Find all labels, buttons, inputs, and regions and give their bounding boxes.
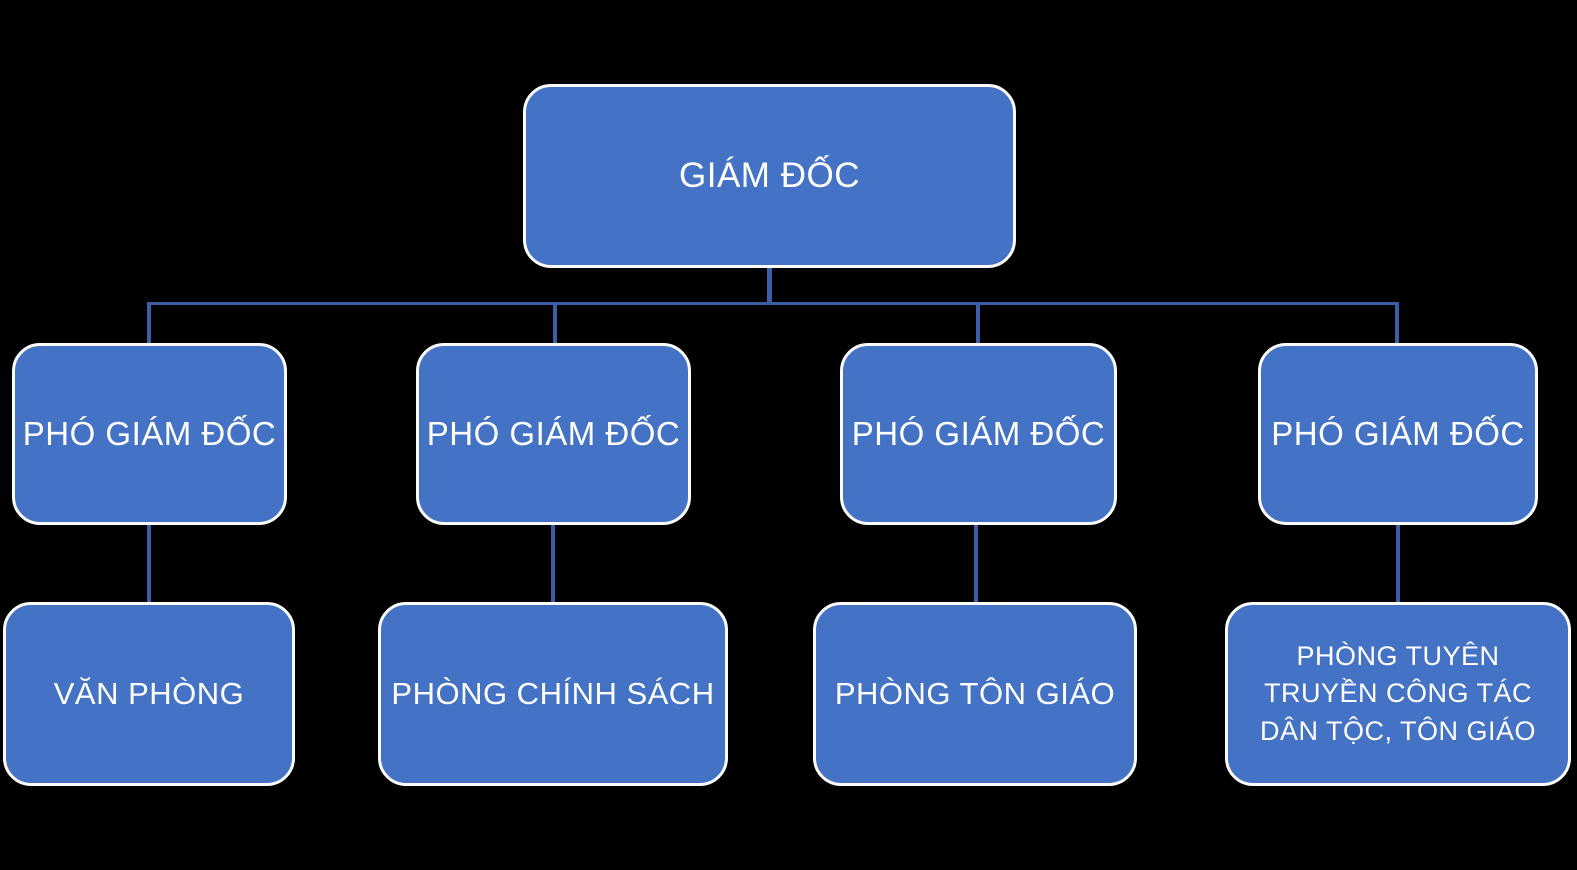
org-node-director: GIÁM ĐỐC [523,84,1016,268]
org-node-propaganda-dept-line-1: PHÒNG TUYÊN [1296,641,1500,672]
connector-drop-deputy-4 [1395,302,1399,343]
connector-director-riser [767,268,772,305]
org-node-deputy-4: PHÓ GIÁM ĐỐC [1258,343,1538,525]
connector-horizontal-bus [147,302,1399,305]
org-node-propaganda-dept-label: PHÒNG TUYÊN TRUYỀN CÔNG TÁC DÂN TỘC, TÔN… [1260,638,1536,750]
org-node-religion-dept: PHÒNG TÔN GIÁO [813,602,1137,786]
org-node-deputy-4-label: PHÓ GIÁM ĐỐC [1271,415,1525,452]
org-node-propaganda-dept-line-2: TRUYỀN CÔNG TÁC [1263,678,1532,709]
org-node-policy-dept: PHÒNG CHÍNH SÁCH [378,602,728,786]
org-node-religion-dept-label: PHÒNG TÔN GIÁO [834,676,1116,711]
connector-drop-deputy-2 [553,302,557,343]
connector-deputy3-dept3 [974,525,978,602]
org-node-deputy-3: PHÓ GIÁM ĐỐC [840,343,1117,525]
org-node-deputy-3-label: PHÓ GIÁM ĐỐC [851,415,1106,452]
org-node-deputy-2: PHÓ GIÁM ĐỐC [416,343,691,525]
org-node-office: VĂN PHÒNG [3,602,295,786]
connector-deputy4-dept4 [1396,525,1400,602]
org-node-deputy-1: PHÓ GIÁM ĐỐC [12,343,287,525]
org-node-policy-dept-label: PHÒNG CHÍNH SÁCH [391,676,715,711]
org-node-office-label: VĂN PHÒNG [53,676,245,711]
org-node-deputy-2-label: PHÓ GIÁM ĐỐC [426,415,681,452]
connector-deputy2-dept2 [551,525,555,602]
org-node-propaganda-dept: PHÒNG TUYÊN TRUYỀN CÔNG TÁC DÂN TỘC, TÔN… [1225,602,1571,786]
connector-drop-deputy-1 [147,302,151,343]
org-node-deputy-1-label: PHÓ GIÁM ĐỐC [22,415,277,452]
connector-drop-deputy-3 [976,302,980,343]
org-node-director-label: GIÁM ĐỐC [679,156,860,195]
connector-deputy1-dept1 [147,525,151,602]
org-node-propaganda-dept-line-3: DÂN TỘC, TÔN GIÁO [1259,715,1537,746]
